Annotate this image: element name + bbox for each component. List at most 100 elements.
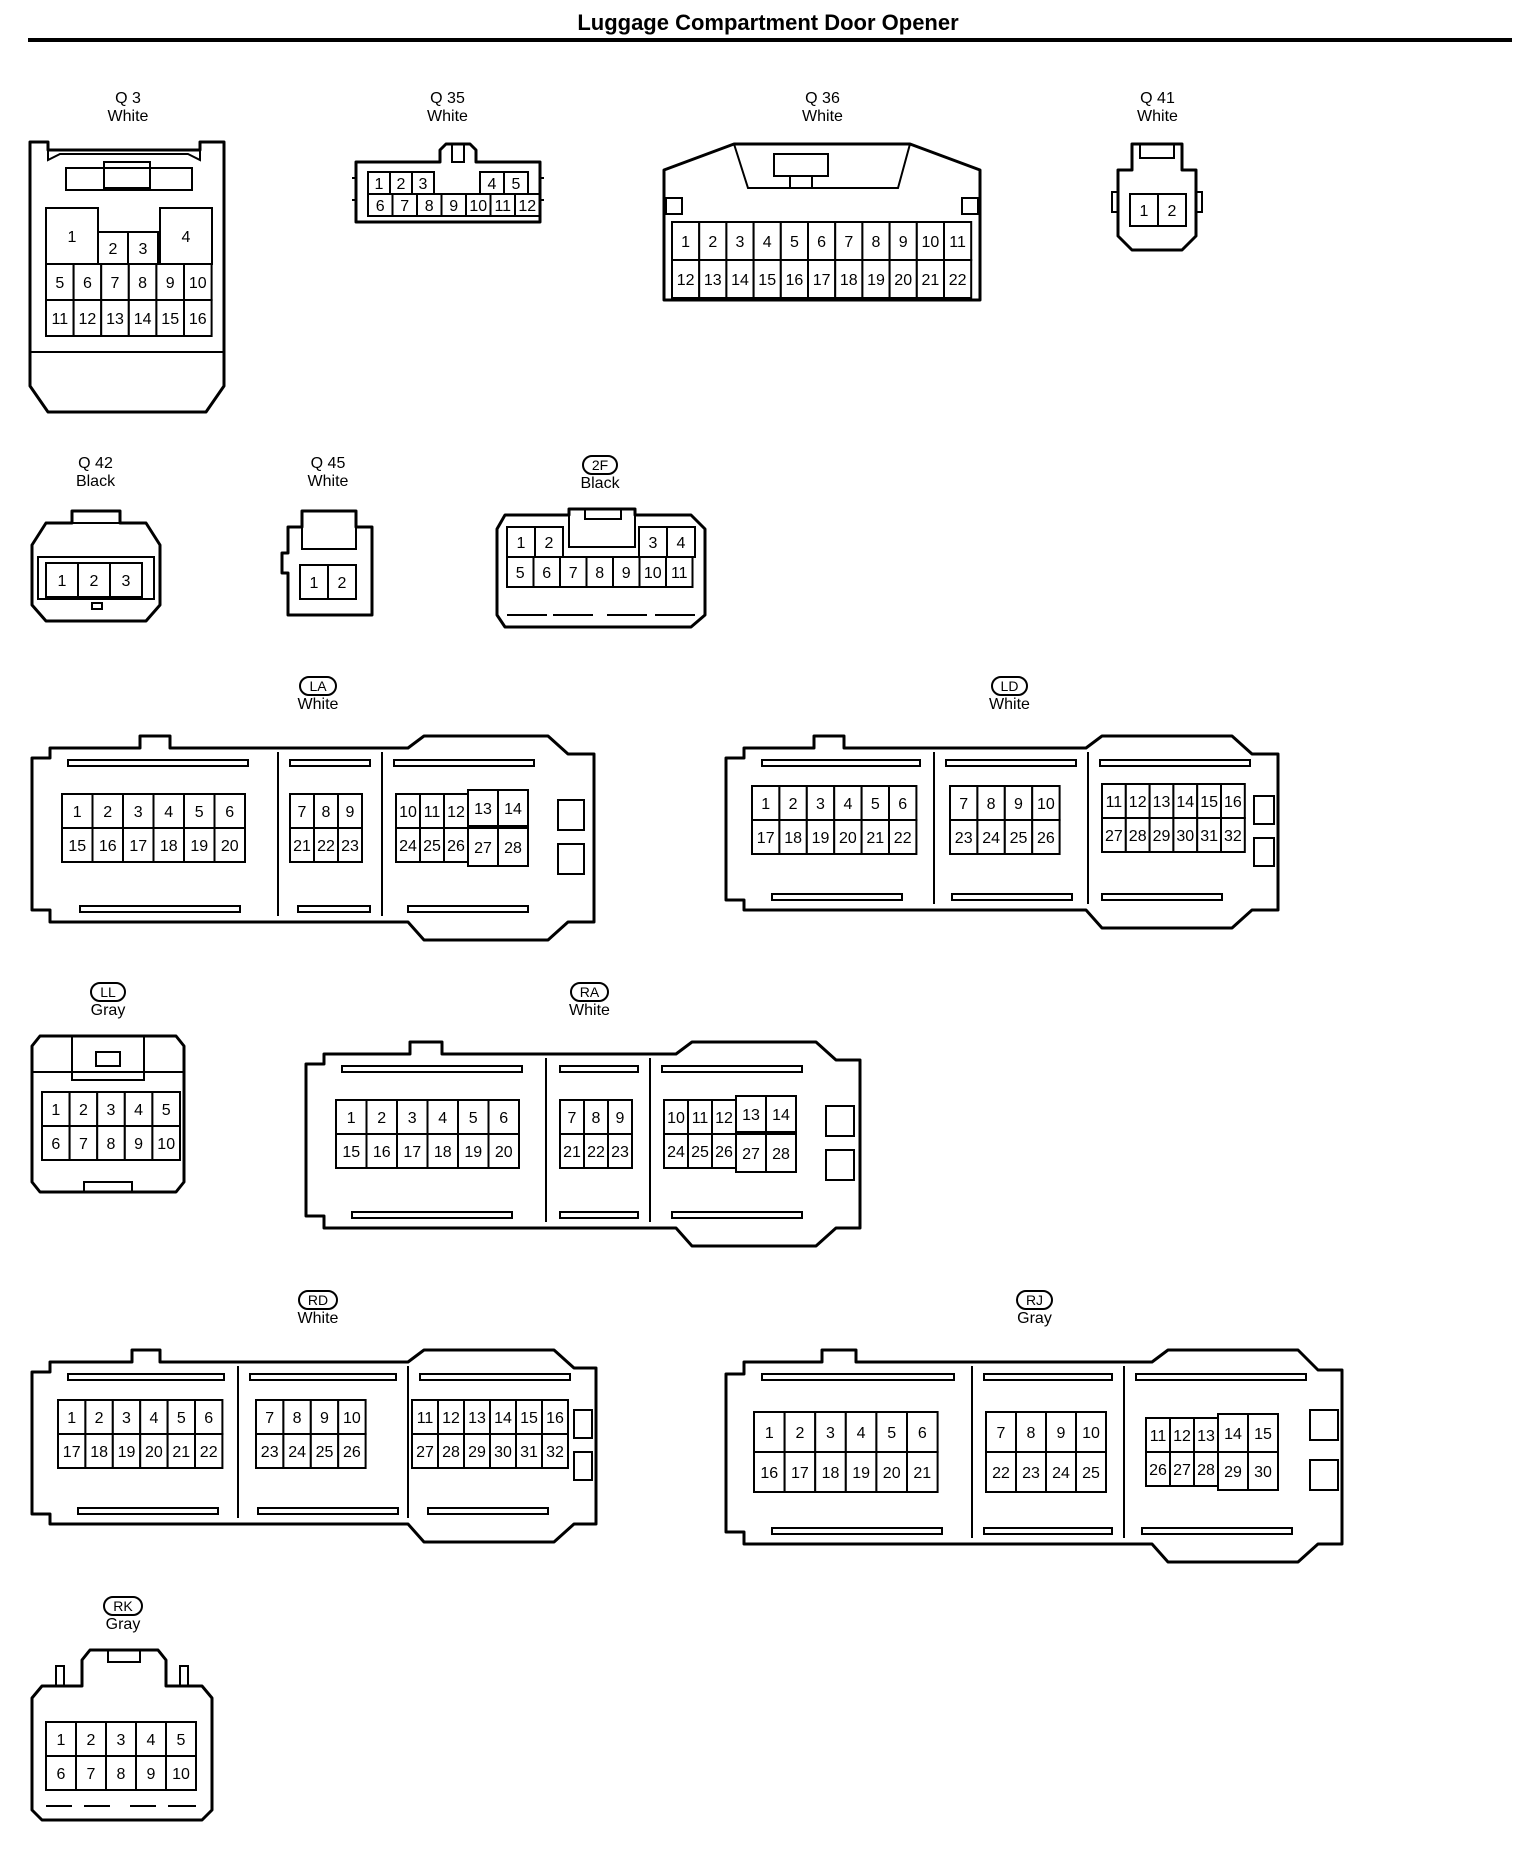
pin-label: 7: [265, 1410, 274, 1427]
pin-label: 13: [704, 272, 722, 289]
pin-21: 21: [915, 259, 945, 299]
pin-14: 14: [127, 299, 158, 337]
pin-label: 2: [397, 176, 406, 193]
pin-3: 3: [411, 171, 435, 195]
pin-label: 14: [731, 272, 749, 289]
pin-7: 7: [391, 193, 418, 217]
pin-label: 20: [883, 1465, 901, 1482]
pin-10: 10: [663, 1099, 689, 1135]
pin-label: 26: [447, 838, 465, 855]
pin-7: 7: [100, 263, 130, 301]
pin-22: 22: [313, 827, 339, 863]
pin-label: 2: [79, 1102, 88, 1119]
pin-24: 24: [395, 827, 421, 863]
pin-label: 13: [474, 801, 492, 818]
pin-24: 24: [976, 819, 1006, 855]
pin-15: 15: [61, 827, 94, 863]
pin-21: 21: [559, 1133, 585, 1169]
pin-label: 24: [667, 1144, 685, 1161]
pin-9: 9: [440, 193, 467, 217]
pin-25: 25: [1075, 1451, 1107, 1493]
pin-label: 2: [789, 796, 798, 813]
pin-label: 8: [107, 1136, 116, 1153]
pin-label: 8: [872, 234, 881, 251]
pin-label: 11: [51, 311, 68, 328]
pin-30: 30: [489, 1433, 517, 1469]
pin-9: 9: [123, 1125, 154, 1161]
pin-label: 7: [111, 275, 120, 292]
connector-color: White: [427, 108, 468, 125]
pin-17: 17: [396, 1133, 429, 1169]
pin-label: 17: [757, 830, 775, 847]
pin-1: 1: [41, 1091, 71, 1127]
pin-label: 11: [949, 234, 966, 251]
pin-20: 20: [487, 1133, 520, 1169]
pin-label: 15: [342, 1144, 360, 1161]
pin-label: 25: [423, 838, 441, 855]
pin-5: 5: [503, 171, 529, 195]
pin-label: 15: [520, 1410, 538, 1427]
pin-label: 25: [1010, 830, 1028, 847]
pin-4: 4: [139, 1399, 169, 1435]
pin-14: 14: [725, 259, 755, 299]
pin-label: 5: [177, 1732, 186, 1749]
pin-label: 5: [55, 275, 64, 292]
pin-32: 32: [541, 1433, 569, 1469]
pin-label: 9: [147, 1766, 156, 1783]
pin-20: 20: [833, 819, 863, 855]
pin-10: 10: [915, 221, 945, 261]
pin-26: 26: [443, 827, 469, 863]
pin-label: 1: [765, 1425, 774, 1442]
pin-5: 5: [779, 221, 810, 261]
pin-label: 23: [955, 830, 973, 847]
pin-9: 9: [309, 1399, 340, 1435]
pin-label: 5: [790, 234, 799, 251]
pin-label: 23: [1022, 1465, 1040, 1482]
pin-1: 1: [1129, 193, 1159, 227]
pin-4: 4: [135, 1721, 167, 1757]
pin-label: 17: [813, 272, 831, 289]
pin-label: 10: [1082, 1425, 1100, 1442]
pin-label: 8: [1027, 1425, 1036, 1442]
pin-4: 4: [844, 1411, 878, 1453]
pin-3: 3: [638, 526, 668, 558]
pin-11: 11: [943, 221, 973, 261]
pin-label: 1: [761, 796, 770, 813]
pin-label: 19: [852, 1465, 870, 1482]
pin-1: 1: [671, 221, 701, 261]
pin-12: 12: [1169, 1417, 1195, 1453]
pin-8: 8: [1015, 1411, 1047, 1453]
pin-11: 11: [687, 1099, 713, 1135]
pin-label: 16: [1224, 794, 1242, 811]
pin-4: 4: [666, 526, 696, 558]
pin-11: 11: [489, 193, 516, 217]
pin-17: 17: [783, 1451, 817, 1493]
pin-label: 6: [817, 234, 826, 251]
pin-21: 21: [860, 819, 891, 855]
pin-label: 24: [1052, 1465, 1070, 1482]
pin-label: 13: [1153, 794, 1171, 811]
pin-label: 2: [795, 1425, 804, 1442]
connector-color: White: [989, 696, 1030, 713]
pin-26: 26: [711, 1133, 737, 1169]
pin-9: 9: [612, 556, 641, 588]
pin-10: 10: [1075, 1411, 1107, 1453]
pin-label: 22: [894, 830, 912, 847]
pin-label: 13: [468, 1410, 486, 1427]
pin-18: 18: [834, 259, 864, 299]
pin-label: 6: [83, 275, 92, 292]
pin-20: 20: [875, 1451, 908, 1493]
pin-2: 2: [97, 231, 129, 265]
pin-label: 26: [1149, 1462, 1167, 1479]
pin-label: 20: [839, 830, 857, 847]
pin-10: 10: [1031, 785, 1061, 821]
connector-id: LA: [299, 676, 337, 696]
pin-27: 27: [735, 1133, 767, 1173]
